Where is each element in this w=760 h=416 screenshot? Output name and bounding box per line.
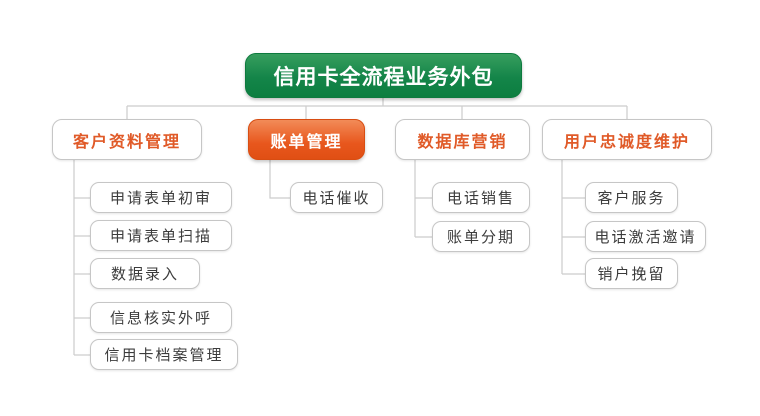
child-node-customer-service[interactable]: 客户服务 xyxy=(585,182,678,213)
branch-node-bill-management[interactable]: 账单管理 xyxy=(248,119,365,160)
child-node-info-verification-outbound-call[interactable]: 信息核实外呼 xyxy=(90,302,232,333)
child-node-phone-activation-invitation[interactable]: 电话激活邀请 xyxy=(585,221,706,252)
branch-node-customer-data-management[interactable]: 客户资料管理 xyxy=(52,119,202,160)
root-node[interactable]: 信用卡全流程业务外包 xyxy=(245,53,522,98)
child-node-account-closure-retention[interactable]: 销户挽留 xyxy=(585,258,678,289)
branch-node-database-marketing[interactable]: 数据库营销 xyxy=(395,119,530,160)
branch-node-user-loyalty-maintenance[interactable]: 用户忠诚度维护 xyxy=(542,119,712,160)
child-node-application-form-scanning[interactable]: 申请表单扫描 xyxy=(90,220,232,251)
child-node-application-form-initial-review[interactable]: 申请表单初审 xyxy=(90,182,232,213)
child-node-data-entry[interactable]: 数据录入 xyxy=(90,258,200,289)
child-node-phone-sales[interactable]: 电话销售 xyxy=(432,182,530,213)
child-node-phone-collection[interactable]: 电话催收 xyxy=(290,182,383,213)
child-node-bill-installment[interactable]: 账单分期 xyxy=(432,221,530,252)
child-node-credit-card-file-management[interactable]: 信用卡档案管理 xyxy=(90,339,238,370)
